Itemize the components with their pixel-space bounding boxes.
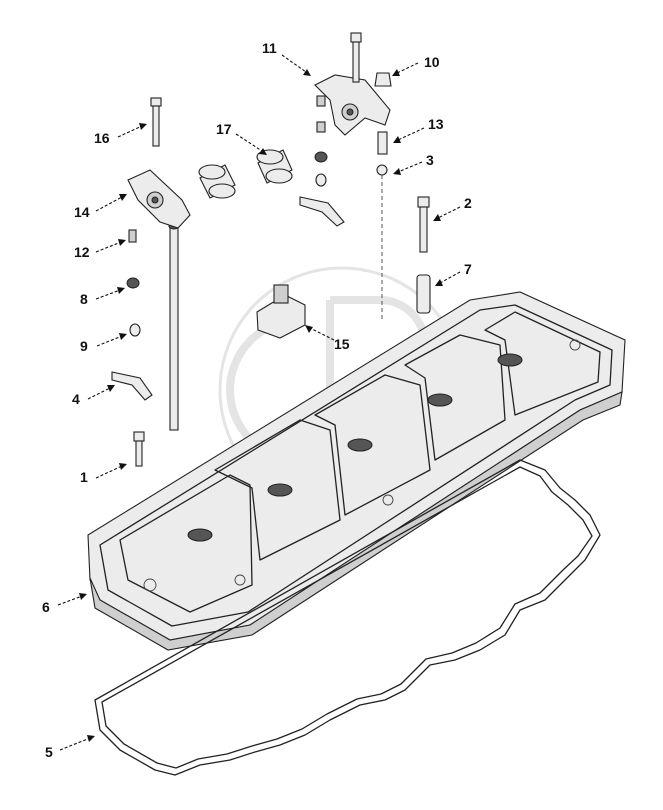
socket-3	[376, 164, 388, 176]
rocker-lever-right	[314, 74, 391, 136]
bracket-15	[256, 284, 306, 339]
leader-lines	[57, 54, 461, 751]
callout-4: 4	[72, 391, 80, 407]
adjusting-screw	[128, 229, 137, 243]
callout-14: 14	[74, 204, 90, 220]
callout-10: 10	[424, 54, 440, 70]
callout-3: 3	[426, 152, 434, 168]
rocker-shafts	[198, 149, 293, 199]
lock-nut	[126, 277, 140, 289]
callout-2: 2	[464, 195, 472, 211]
ball-socket	[129, 323, 141, 337]
callout-8: 8	[80, 291, 88, 307]
callout-6: 6	[42, 599, 50, 615]
callout-15: 15	[334, 336, 350, 352]
bolt-rocker-right	[350, 32, 362, 83]
bolt-16	[150, 97, 162, 147]
callout-16: 16	[94, 130, 110, 146]
valve-cover	[87, 291, 626, 651]
bolt-2	[417, 196, 430, 253]
nut-10	[374, 72, 392, 87]
push-rod	[168, 222, 180, 431]
screw-13	[377, 131, 388, 155]
callout-12: 12	[74, 244, 90, 260]
callout-1: 1	[80, 469, 88, 485]
rocker-lever-left	[127, 169, 191, 229]
bolt-1	[133, 431, 145, 467]
callout-5: 5	[45, 744, 53, 760]
callout-17: 17	[216, 121, 232, 137]
callout-7: 7	[464, 261, 472, 277]
sleeve-7	[416, 274, 431, 314]
callout-11: 11	[262, 40, 277, 56]
crosshead-left	[111, 371, 153, 401]
callout-9: 9	[80, 338, 88, 354]
cover-gasket	[94, 459, 601, 776]
callout-13: 13	[428, 116, 444, 132]
